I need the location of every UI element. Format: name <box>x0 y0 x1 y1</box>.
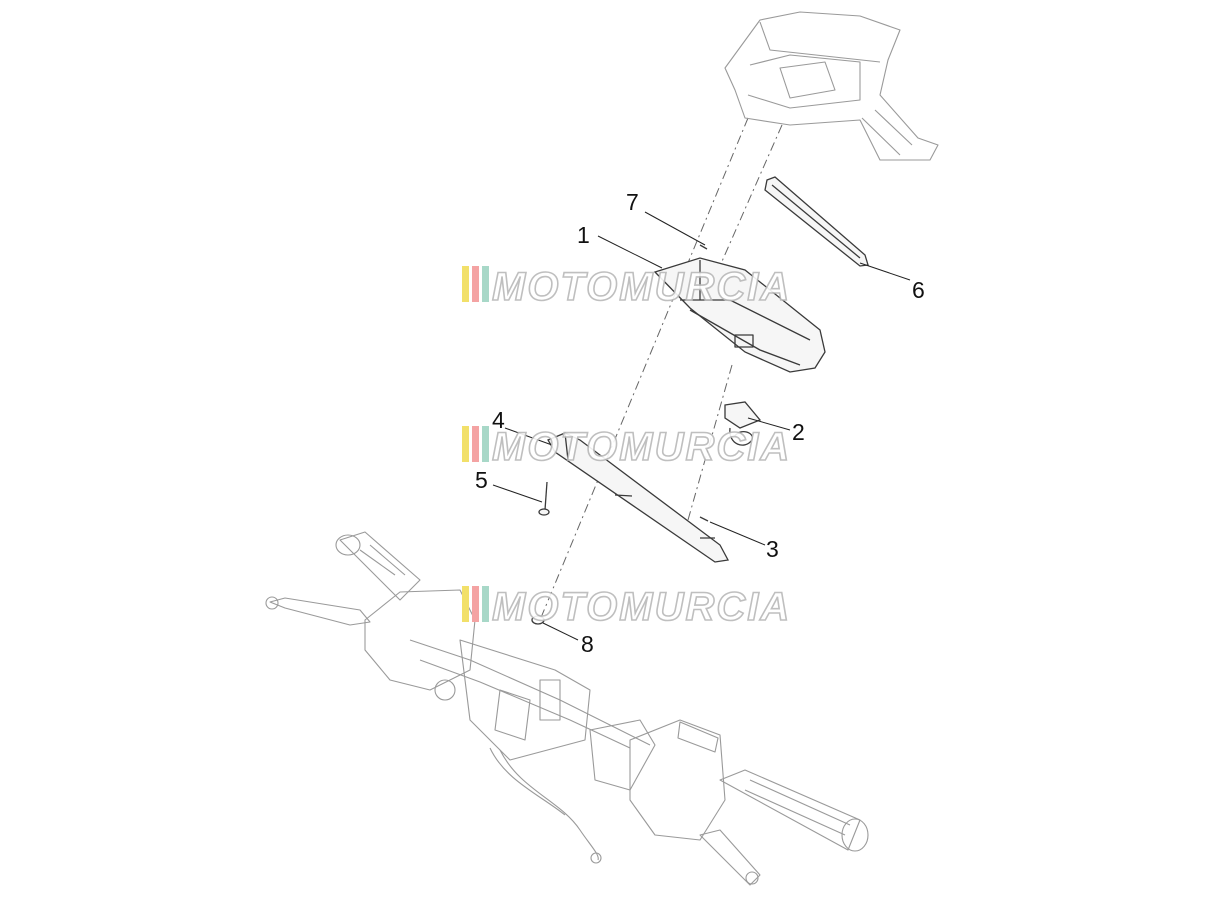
leader-8 <box>542 622 579 641</box>
watermark-stripe <box>472 426 479 462</box>
leader-1 <box>597 235 663 269</box>
callout-4: 4 <box>492 407 505 433</box>
part-1-instrument-cluster <box>653 257 826 373</box>
callout-6: 6 <box>912 277 925 303</box>
watermark-stripe <box>482 586 489 622</box>
watermark-text: MOTOMURCIA <box>492 425 791 469</box>
part-6-lens-strip <box>764 176 869 267</box>
watermark-bottom: MOTOMURCIA <box>462 584 791 630</box>
watermark-stripe <box>472 586 479 622</box>
leader-5 <box>492 484 543 503</box>
watermark-stripe <box>482 426 489 462</box>
watermark-stripe <box>462 586 469 622</box>
watermark-stripe <box>482 266 489 302</box>
assembly-axes <box>539 117 783 621</box>
part-2-connector <box>724 401 762 446</box>
top-cover-part <box>724 11 939 161</box>
assembly-axis-left <box>539 117 749 621</box>
callout-7: 7 <box>626 189 639 215</box>
callout-labels: 7 1 6 2 4 5 3 8 <box>475 189 925 657</box>
watermark-top: MOTOMURCIA <box>462 264 791 310</box>
watermark-stripe <box>462 426 469 462</box>
part-4-lower-bracket <box>547 432 730 563</box>
callout-2: 2 <box>792 419 805 445</box>
watermark-stripe <box>462 266 469 302</box>
watermark-stripe <box>472 266 479 302</box>
callout-1: 1 <box>577 222 590 248</box>
leader-4 <box>504 427 553 446</box>
handlebar-assembly <box>265 531 869 886</box>
part-5-screw <box>538 481 550 516</box>
part-7-small-screw <box>699 244 708 250</box>
callout-3: 3 <box>766 536 779 562</box>
part-3-small-screw <box>699 516 709 522</box>
callout-8: 8 <box>581 631 594 657</box>
leader-lines <box>492 211 911 641</box>
part-8-clip <box>531 615 545 625</box>
leader-6 <box>859 262 911 281</box>
callout-5: 5 <box>475 467 488 493</box>
watermark-text: MOTOMURCIA <box>492 585 791 629</box>
leader-3 <box>709 521 766 546</box>
leader-2 <box>747 417 791 431</box>
watermark-middle: MOTOMURCIA <box>462 424 791 470</box>
watermark-text: MOTOMURCIA <box>492 265 791 309</box>
leader-7 <box>644 211 706 246</box>
